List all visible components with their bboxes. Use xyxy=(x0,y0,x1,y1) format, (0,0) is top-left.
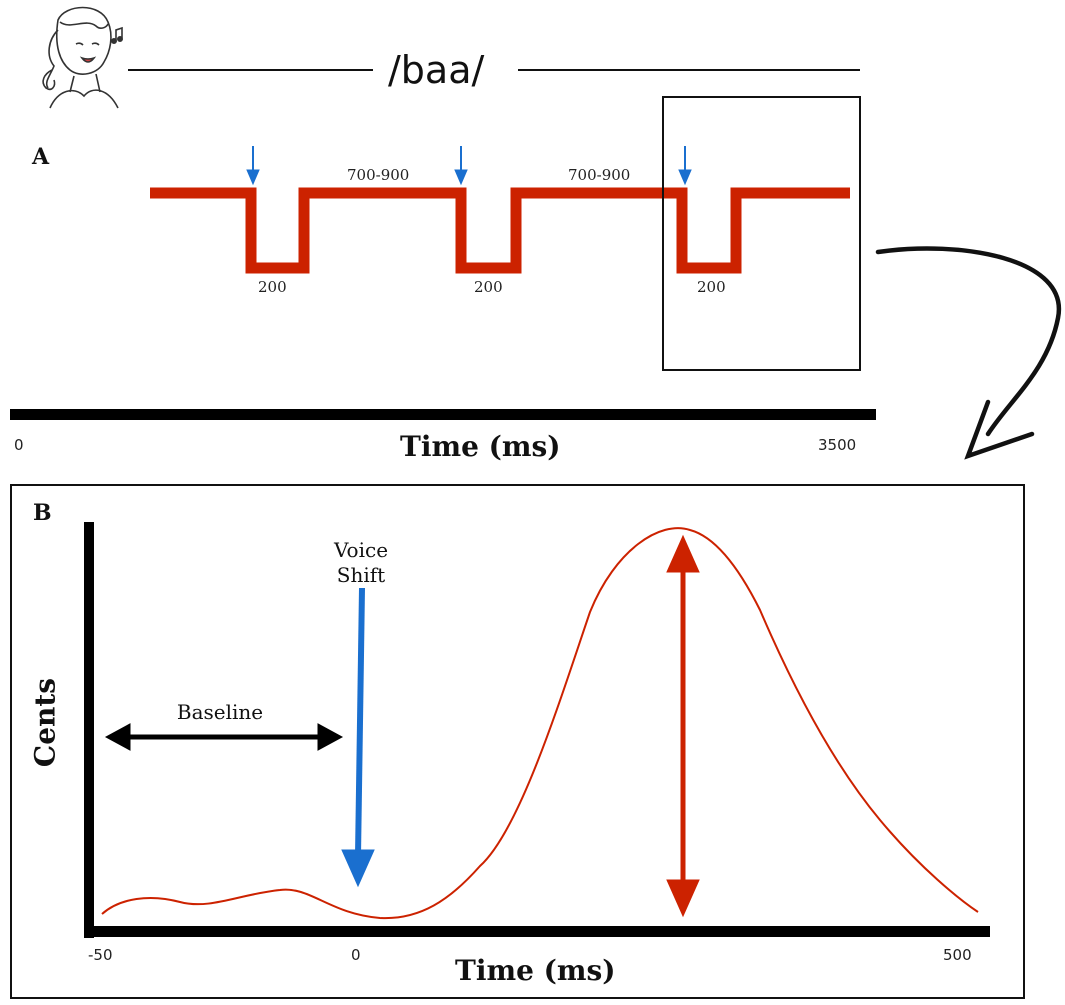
voice-shift-label-line2: Shift xyxy=(336,563,386,587)
response-magnitude-arrow xyxy=(666,534,700,918)
panel-b-y-title: Cents xyxy=(28,677,62,768)
panel-b-tick-start: -50 xyxy=(88,946,113,964)
x-axis xyxy=(84,926,990,937)
shift-marker-1 xyxy=(246,146,260,186)
panel-a-time-start: 0 xyxy=(14,436,24,454)
pulse-train-diagram xyxy=(10,96,1062,460)
panel-b-letter: B xyxy=(33,500,52,526)
panel-b-frame xyxy=(10,484,1025,999)
zoom-box xyxy=(662,96,861,371)
response-curve xyxy=(101,527,979,920)
stimulus-line-left xyxy=(128,69,373,71)
panel-b-tick-end: 500 xyxy=(943,946,972,964)
panel-b-time-title: Time (ms) xyxy=(455,954,616,987)
voice-shift-label-line1: Voice xyxy=(333,538,389,562)
panel-b-tick-zero: 0 xyxy=(351,946,361,964)
panel-a-time-axis xyxy=(10,409,876,420)
panel-a-time-title: Time (ms) xyxy=(400,430,561,463)
interval-label-1: 700-900 xyxy=(347,166,410,184)
panel-a-letter: A xyxy=(32,144,50,170)
y-axis xyxy=(84,522,94,938)
interval-label-2: 700-900 xyxy=(568,166,631,184)
pulse-trace xyxy=(150,187,850,274)
stimulus-line-right xyxy=(518,69,860,71)
voice-shift-arrow xyxy=(341,587,375,888)
pulse-label-2: 200 xyxy=(474,278,503,296)
singing-person-icon xyxy=(42,6,124,109)
panel-a-time-end: 3500 xyxy=(818,436,857,454)
baseline-label: Baseline xyxy=(176,700,264,724)
zoom-arrow xyxy=(875,246,1062,460)
shift-marker-3 xyxy=(678,146,692,186)
pulse-label-1: 200 xyxy=(258,278,287,296)
baseline-arrow xyxy=(104,723,344,751)
shift-marker-2 xyxy=(454,146,468,186)
stimulus-label: /baa/ xyxy=(388,48,485,92)
pulse-label-3: 200 xyxy=(697,278,726,296)
